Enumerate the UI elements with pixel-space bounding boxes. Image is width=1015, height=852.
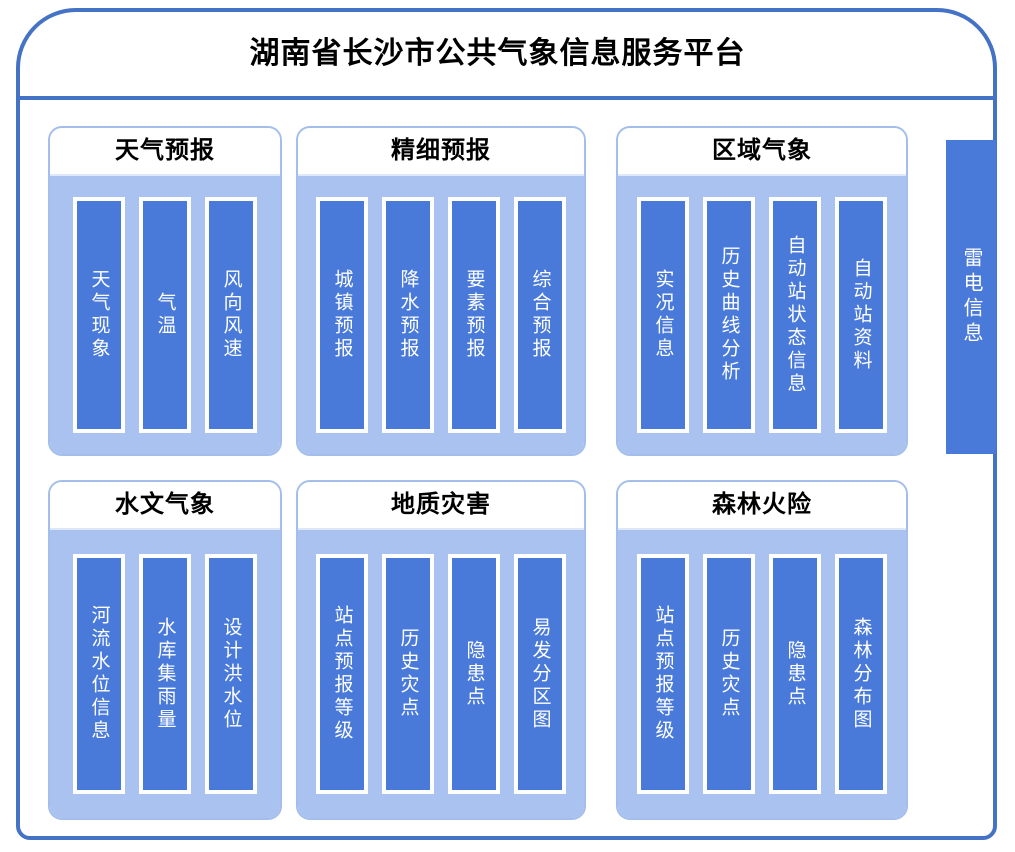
- module-item-label: 自动站资料: [850, 257, 872, 373]
- module-item[interactable]: 河流水位信息: [73, 554, 125, 794]
- module-item-label: 河流水位信息: [88, 605, 110, 743]
- module-item[interactable]: 自动站资料: [835, 197, 887, 433]
- module-item-label: 要素预报: [463, 269, 485, 361]
- module-panel: 区域气象实况信息 历史曲线分析 自动站状态信息 自动站资料: [616, 126, 908, 456]
- module-lightning-info[interactable]: 雷电信息: [946, 140, 996, 454]
- module-item-label: 设计洪水位: [220, 616, 242, 732]
- module-item-label: 风向风速: [220, 269, 242, 361]
- module-item-label: 降水预报: [397, 269, 419, 361]
- module-item[interactable]: 隐患点: [769, 554, 821, 794]
- module-panel: 水文气象河流水位信息 水库集雨量 设计洪水位: [48, 480, 282, 820]
- module-item-label: 隐患点: [463, 639, 485, 709]
- module-item-label: 站点预报等级: [331, 605, 353, 743]
- module-item[interactable]: 隐患点: [448, 554, 500, 794]
- module-item[interactable]: 降水预报: [382, 197, 434, 433]
- module-board: 天气预报天气现象 气温 风向风速 精细预报城镇预报 降水预报 要素预报 综合预报 区域气象实况…: [20, 100, 996, 836]
- module-item[interactable]: 历史灾点: [382, 554, 434, 794]
- module-item-label: 森林分布图: [850, 616, 872, 732]
- panel-title: 森林火险: [712, 491, 812, 518]
- module-item-label: 历史曲线分析: [718, 246, 740, 384]
- module-item[interactable]: 历史灾点: [703, 554, 755, 794]
- module-panel: 精细预报城镇预报 降水预报 要素预报 综合预报: [296, 126, 586, 456]
- panel-title: 地质灾害: [391, 491, 491, 518]
- panel-header: 地质灾害: [298, 482, 584, 528]
- module-item[interactable]: 站点预报等级: [637, 554, 689, 794]
- module-item-label: 站点预报等级: [652, 605, 674, 743]
- module-item-label: 综合预报: [529, 269, 551, 361]
- module-item[interactable]: 城镇预报: [316, 197, 368, 433]
- title-bar: 湖南省长沙市公共气象信息服务平台: [20, 12, 993, 100]
- panel-title: 天气预报: [115, 137, 215, 164]
- module-item[interactable]: 气温: [139, 197, 191, 433]
- application-frame: 湖南省长沙市公共气象信息服务平台 天气预报天气现象 气温 风向风速 精细预报城镇预报 降…: [16, 8, 997, 840]
- module-item[interactable]: 历史曲线分析: [703, 197, 755, 433]
- panel-title: 精细预报: [391, 137, 491, 164]
- panel-body: 城镇预报 降水预报 要素预报 综合预报: [298, 174, 584, 454]
- panel-title: 水文气象: [115, 491, 215, 518]
- module-item-label: 易发分区图: [529, 616, 551, 732]
- module-item-label: 气温: [154, 292, 176, 338]
- module-item[interactable]: 自动站状态信息: [769, 197, 821, 433]
- module-item-label: 自动站状态信息: [784, 234, 806, 396]
- panel-header: 水文气象: [50, 482, 280, 528]
- module-item-label: 历史灾点: [718, 628, 740, 720]
- module-item[interactable]: 站点预报等级: [316, 554, 368, 794]
- panel-header: 精细预报: [298, 128, 584, 174]
- module-item-label: 天气现象: [88, 269, 110, 361]
- panel-body: 站点预报等级 历史灾点 隐患点 易发分区图: [298, 528, 584, 818]
- module-item[interactable]: 综合预报: [514, 197, 566, 433]
- module-lightning-info-label: 雷电信息: [960, 247, 982, 347]
- page-title: 湖南省长沙市公共气象信息服务平台: [249, 37, 746, 70]
- module-item[interactable]: 易发分区图: [514, 554, 566, 794]
- module-item[interactable]: 实况信息: [637, 197, 689, 433]
- panel-header: 区域气象: [618, 128, 906, 174]
- module-panel: 地质灾害站点预报等级 历史灾点 隐患点 易发分区图: [296, 480, 586, 820]
- module-panel: 森林火险站点预报等级 历史灾点 隐患点 森林分布图: [616, 480, 908, 820]
- module-item[interactable]: 设计洪水位: [205, 554, 257, 794]
- panel-body: 实况信息 历史曲线分析 自动站状态信息 自动站资料: [618, 174, 906, 454]
- panel-header: 天气预报: [50, 128, 280, 174]
- panel-title: 区域气象: [712, 137, 812, 164]
- panel-body: 河流水位信息 水库集雨量 设计洪水位: [50, 528, 280, 818]
- panel-body: 站点预报等级 历史灾点 隐患点 森林分布图: [618, 528, 906, 818]
- module-item[interactable]: 天气现象: [73, 197, 125, 433]
- module-item[interactable]: 水库集雨量: [139, 554, 191, 794]
- module-item-label: 城镇预报: [331, 269, 353, 361]
- module-item-label: 实况信息: [652, 269, 674, 361]
- module-item-label: 历史灾点: [397, 628, 419, 720]
- panel-body: 天气现象 气温 风向风速: [50, 174, 280, 454]
- module-item[interactable]: 要素预报: [448, 197, 500, 433]
- panel-header: 森林火险: [618, 482, 906, 528]
- module-item[interactable]: 风向风速: [205, 197, 257, 433]
- module-item[interactable]: 森林分布图: [835, 554, 887, 794]
- module-panel: 天气预报天气现象 气温 风向风速: [48, 126, 282, 456]
- module-item-label: 水库集雨量: [154, 616, 176, 732]
- module-item-label: 隐患点: [784, 639, 806, 709]
